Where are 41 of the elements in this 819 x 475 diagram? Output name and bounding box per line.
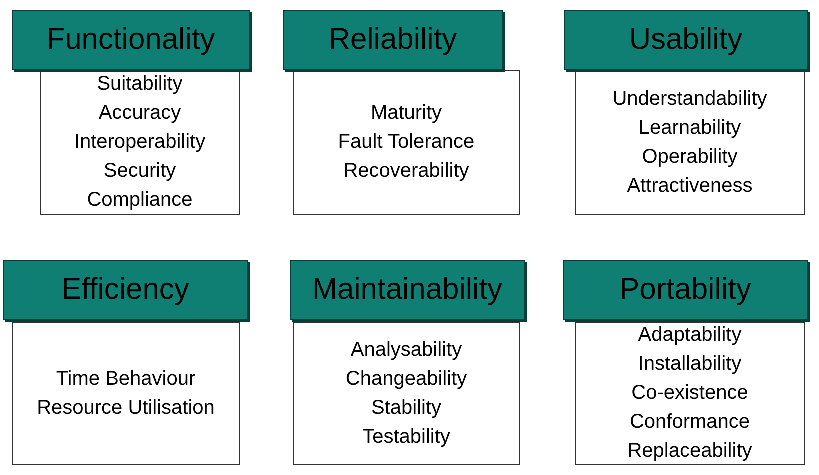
attribute-box [575,70,805,215]
category-header [3,260,248,320]
category-header [563,260,808,320]
attribute-text: Time Behaviour [56,366,196,392]
attribute-text: Recoverability [344,159,470,184]
attribute-text: Adaptability [638,323,742,348]
category-header [290,260,525,320]
attribute-box [40,70,240,215]
attribute-box [293,322,520,465]
attribute-text: Fault Tolerance [338,130,475,155]
attribute-text: Maturity [370,101,442,126]
attribute-text: Interoperability [74,130,206,155]
attribute-box [12,322,240,465]
attribute-text: Accuracy [98,101,182,126]
attribute-text: Resource Utilisation [37,396,215,420]
category-title: Maintainability [312,273,503,307]
attribute-text: Security [104,159,176,184]
category-header [12,10,250,70]
attribute-text: Analysability [350,338,462,362]
category-title: Usability [629,23,743,57]
category-header [564,10,808,70]
attribute-text: Installability [638,352,742,377]
attribute-text: Conformance [630,410,750,435]
attribute-text: Testability [362,424,450,450]
attribute-text: Stability [371,396,442,420]
attribute-text: Replaceability [628,439,752,464]
category-title: Efficiency [62,273,190,307]
attribute-text: Attractiveness [627,174,753,198]
attribute-box [293,70,520,215]
category-title: Functionality [46,23,216,57]
attribute-text: Understandability [612,86,768,112]
attribute-text: Co-existence [632,381,748,406]
attribute-text: Operability [642,144,738,170]
attribute-box [575,322,805,465]
category-title: Portability [620,273,752,307]
category-header [283,10,503,70]
attribute-text: Changeability [346,366,468,392]
attribute-text: Learnability [638,116,742,140]
category-title: Reliability [328,23,458,57]
attribute-text: Suitability [97,72,183,97]
attribute-text: Compliance [87,188,193,213]
